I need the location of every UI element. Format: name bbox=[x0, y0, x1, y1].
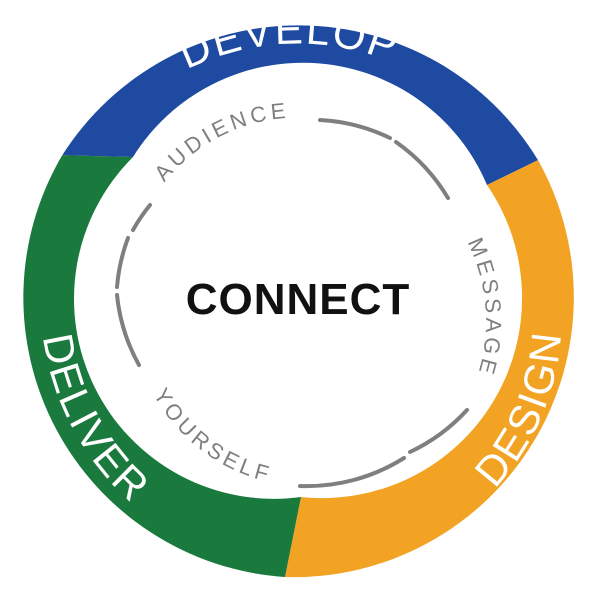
inner-ring-arc bbox=[298, 456, 406, 489]
inner-ring-arc bbox=[408, 408, 469, 454]
outer-ring bbox=[23, 25, 574, 578]
inner-ring-arc bbox=[115, 293, 141, 367]
inner-ring bbox=[115, 118, 469, 489]
center-label: CONNECT bbox=[186, 275, 411, 324]
inner-ring-arc bbox=[131, 203, 152, 232]
inner-label-message: MESSAGE bbox=[463, 234, 507, 380]
ring-segment-design bbox=[285, 160, 574, 578]
inner-ring-arc bbox=[318, 118, 392, 140]
inner-ring-arc bbox=[394, 140, 450, 200]
ring-segment-develop bbox=[62, 25, 538, 185]
ring-segment-deliver bbox=[23, 155, 301, 578]
inner-ring-arc bbox=[115, 236, 130, 289]
